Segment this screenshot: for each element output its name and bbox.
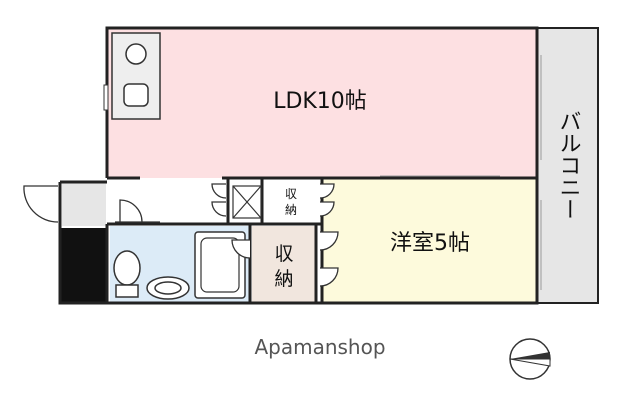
storage-large-label-2: 納 [274,268,293,290]
room-ldk [107,28,537,178]
washer-icon [232,185,262,219]
toilet-icon [113,250,141,298]
storage-small-label-1: 収 [285,187,297,201]
western-room-label: 洋室5帖 [390,231,470,256]
washbasin-icon [146,276,190,300]
brand-watermark: Apamanshop [254,335,385,359]
room-western [322,178,537,303]
balcony-label: バルコニー [556,110,581,220]
closet-small [262,182,318,222]
genkan-black [60,228,106,303]
compass-icon [509,338,551,380]
entrance-area [62,182,106,226]
kitchen-wall-mark [103,84,109,111]
stove-icon [123,43,149,107]
balcony [536,27,599,304]
storage-large-label-1: 収 [274,243,293,265]
door-swing-icon [23,183,339,287]
storage-small-label-2: 納 [285,203,297,217]
storage-large [252,226,316,303]
ldk-label: LDK10帖 [273,89,367,114]
